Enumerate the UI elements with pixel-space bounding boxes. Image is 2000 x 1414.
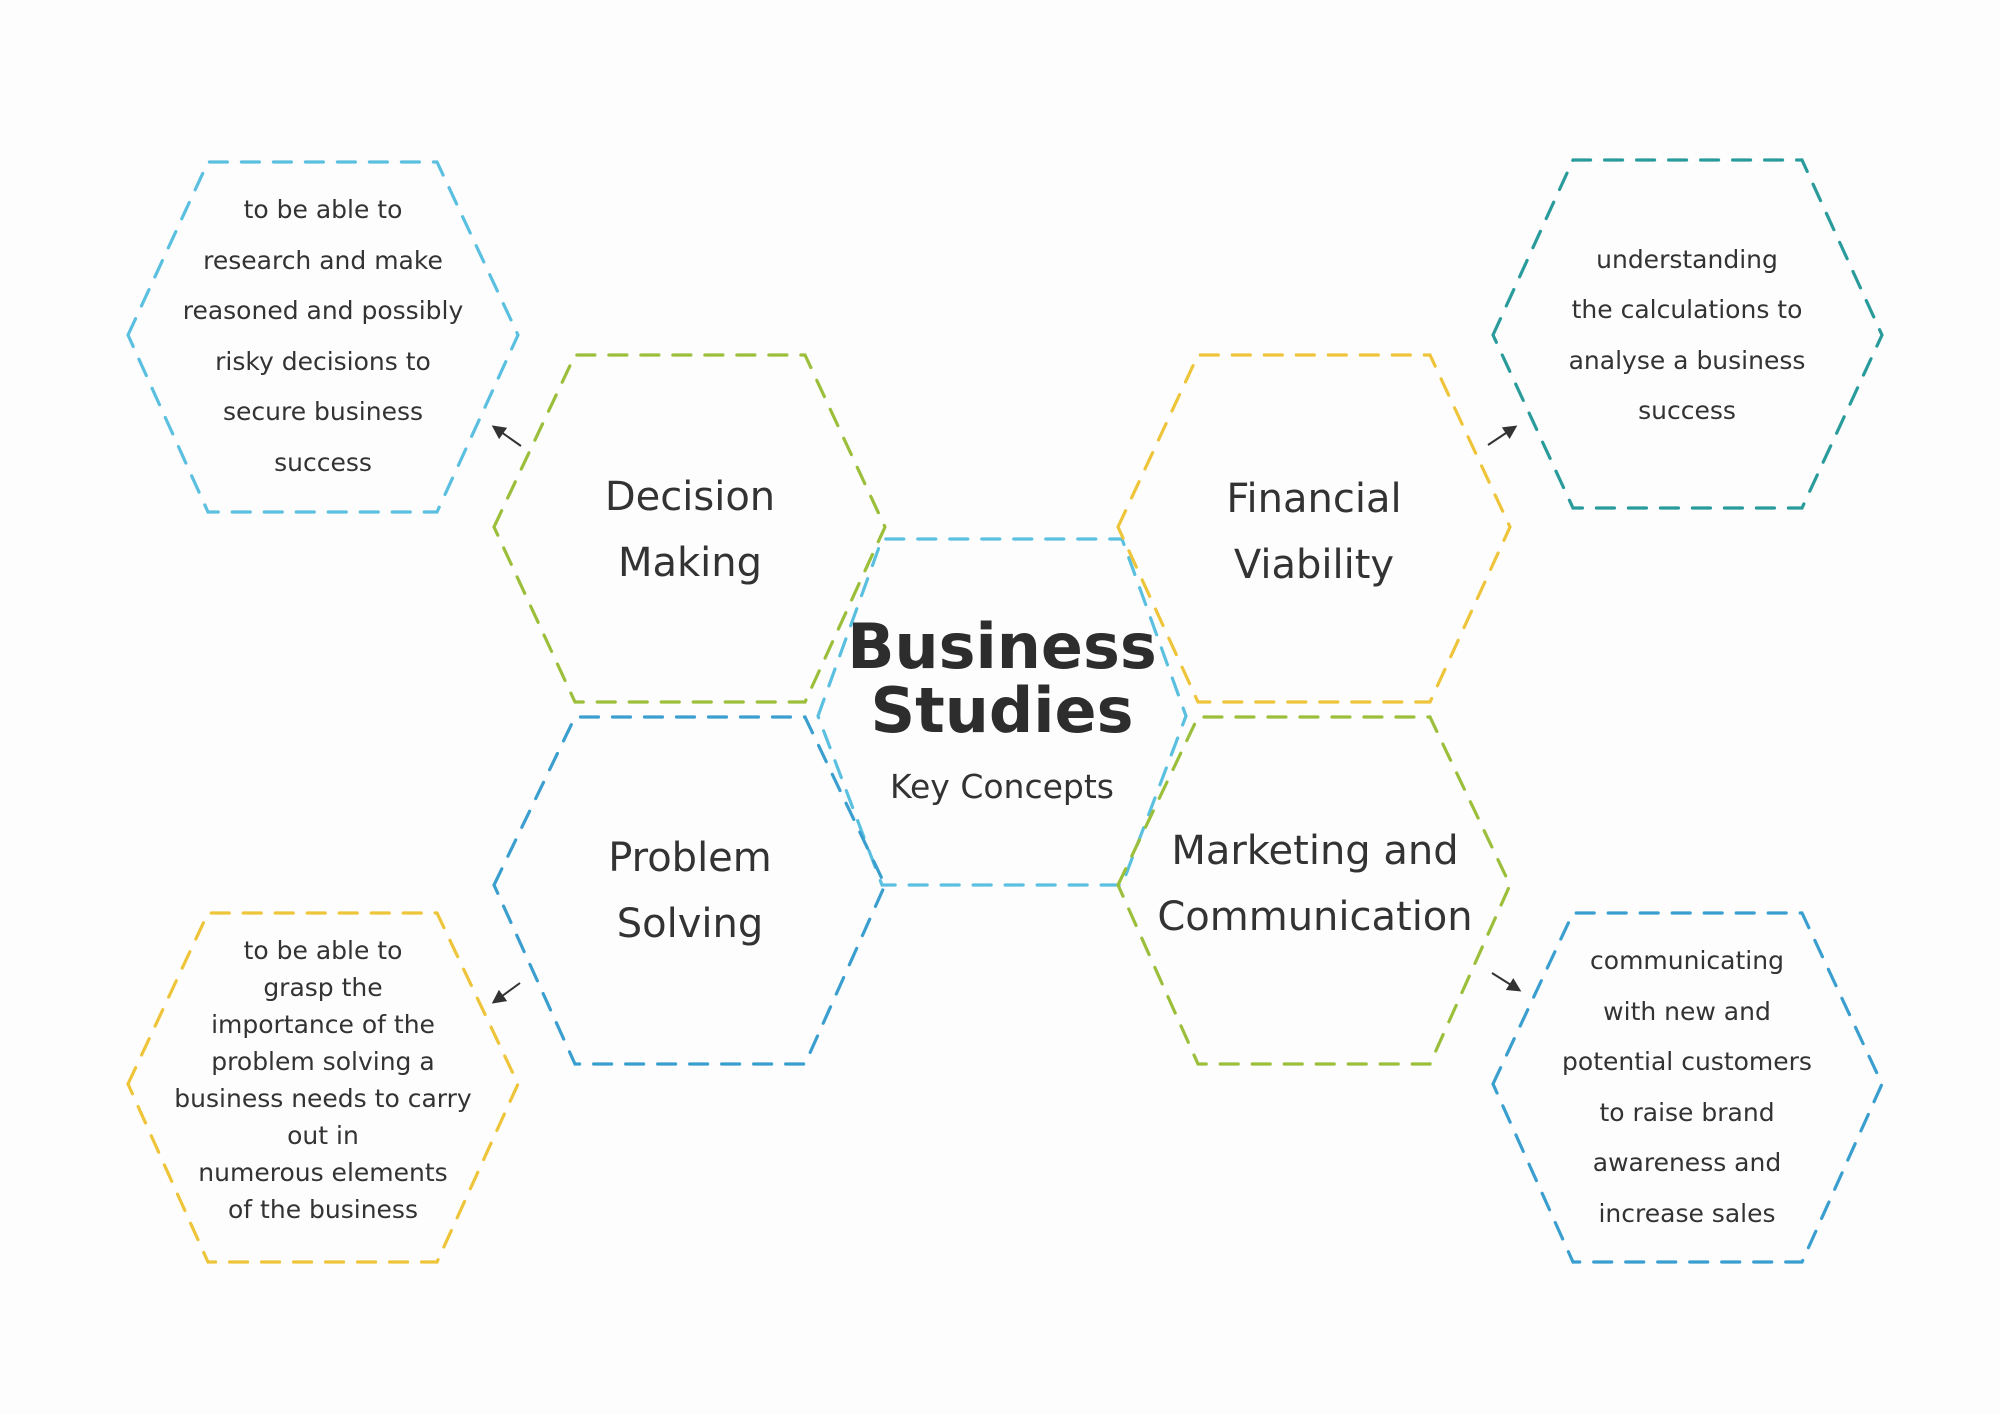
financial-viability-label: Financial Viability bbox=[1226, 476, 1402, 588]
marketing-communication-arrow bbox=[1491, 972, 1522, 992]
problem-solving-hexagon bbox=[492, 715, 887, 1066]
center-label-group: Business Studies Key Concepts bbox=[830, 560, 1174, 860]
center-hexagon bbox=[816, 537, 1188, 887]
problem-solving-description-hexagon bbox=[126, 911, 520, 1264]
marketing-communication-description-hexagon bbox=[1491, 911, 1884, 1264]
center-subtitle: Key Concepts bbox=[890, 766, 1114, 806]
decision-making-description: to be able to research and make reasoned… bbox=[182, 195, 464, 477]
financial-viability-description-hexagon bbox=[1491, 158, 1884, 510]
problem-solving-label: Problem Solving bbox=[608, 835, 772, 947]
decision-making-arrow bbox=[491, 425, 522, 447]
marketing-communication-description: communicating with new and potential cus… bbox=[1562, 946, 1812, 1228]
problem-solving-description: to be able to grasp the importance of th… bbox=[174, 936, 472, 1224]
decision-making-label: Decision Making bbox=[604, 474, 776, 586]
financial-viability-description: understanding the calculations to analys… bbox=[1568, 244, 1806, 426]
problem-solving-arrow bbox=[491, 982, 521, 1004]
decision-making-hexagon bbox=[492, 353, 887, 704]
marketing-communication-label: Marketing and Communication bbox=[1157, 828, 1473, 940]
financial-viability-hexagon bbox=[1116, 353, 1512, 704]
decision-making-description-hexagon bbox=[126, 160, 520, 514]
marketing-communication-hexagon bbox=[1116, 715, 1512, 1066]
center-title: Business Studies bbox=[847, 609, 1157, 747]
financial-viability-arrow bbox=[1487, 425, 1518, 446]
